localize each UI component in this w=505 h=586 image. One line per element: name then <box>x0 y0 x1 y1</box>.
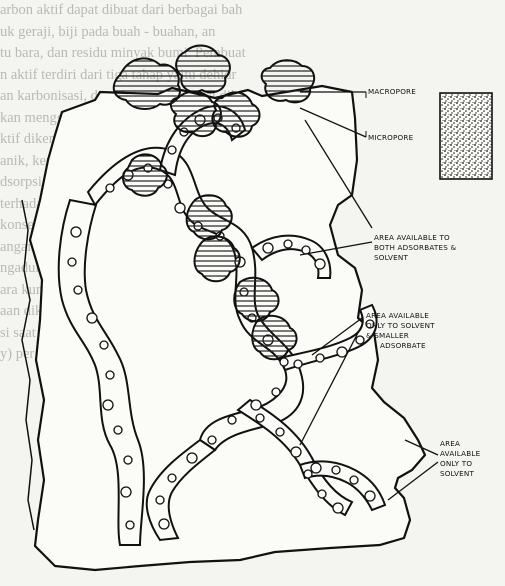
micropore-dot <box>311 463 321 473</box>
micropore-dot <box>256 414 264 422</box>
micropore-dot <box>318 490 326 498</box>
micropore-dot <box>251 400 261 410</box>
micropore-dot <box>106 371 114 379</box>
label-line: AREA <box>440 439 460 448</box>
micropore-dot <box>74 286 82 294</box>
label-line: ONLY TO <box>440 459 472 468</box>
micropore-dot <box>124 456 132 464</box>
micropore-dot <box>333 503 343 513</box>
micropore-dot <box>356 336 364 344</box>
micropore-dot <box>291 447 301 457</box>
micropore-dot <box>228 416 236 424</box>
micropore-dot <box>106 184 114 192</box>
micropore-dot <box>280 358 288 366</box>
label-line: AVAILABLE <box>440 449 481 458</box>
micropore-dot <box>159 519 169 529</box>
micropore-dot <box>350 476 358 484</box>
micropore-dot <box>156 496 164 504</box>
micropore-dot <box>276 428 284 436</box>
micropore-dot <box>168 146 176 154</box>
micropore-dot <box>168 474 176 482</box>
label-solvent-only: AREA AVAILABLE ONLY TO SOLVENT <box>440 439 481 478</box>
sample-box <box>440 93 492 179</box>
micropore-dot <box>187 453 197 463</box>
micropore-dot <box>304 470 312 478</box>
micropore-dot <box>175 203 185 213</box>
micropore-dot <box>294 360 302 368</box>
micropore-dot <box>365 491 375 501</box>
micropore-dot <box>87 313 97 323</box>
label-line: AREA AVAILABLE TO <box>374 233 450 242</box>
micropore-dot <box>208 436 216 444</box>
label-line: SOLVENT <box>374 253 408 262</box>
micropore-dot <box>316 354 324 362</box>
micropore-dot <box>337 347 347 357</box>
micropore-dot <box>332 466 340 474</box>
micropore-dot <box>284 240 292 248</box>
micropore-dot <box>100 341 108 349</box>
label-line: BOTH ADSORBATES & <box>374 243 456 252</box>
micropore-dot <box>71 227 81 237</box>
adsorbate-blob <box>176 46 230 93</box>
label-line: AREA AVAILABLE <box>366 311 429 320</box>
micropore-dot <box>126 521 134 529</box>
label-line: ADSORBATE <box>380 341 426 350</box>
macropore-label: MACROPORE <box>368 87 416 96</box>
micropore-label: MICROPORE <box>368 133 414 142</box>
label-line: & SMALLER <box>366 331 409 340</box>
label-line: SOLVENT <box>440 469 474 478</box>
micropore-dot <box>315 259 325 269</box>
micropore-dot <box>103 400 113 410</box>
adsorbate-blob <box>262 60 315 102</box>
label-both-adsorbates: AREA AVAILABLE TO BOTH ADSORBATES & SOLV… <box>374 233 456 262</box>
micropore-dot <box>121 487 131 497</box>
micropore-dot <box>272 388 280 396</box>
micropore-dot <box>68 258 76 266</box>
micropore-dot <box>114 426 122 434</box>
label-line: ONLY TO SOLVENT <box>366 321 435 330</box>
micropore-dot <box>263 243 273 253</box>
